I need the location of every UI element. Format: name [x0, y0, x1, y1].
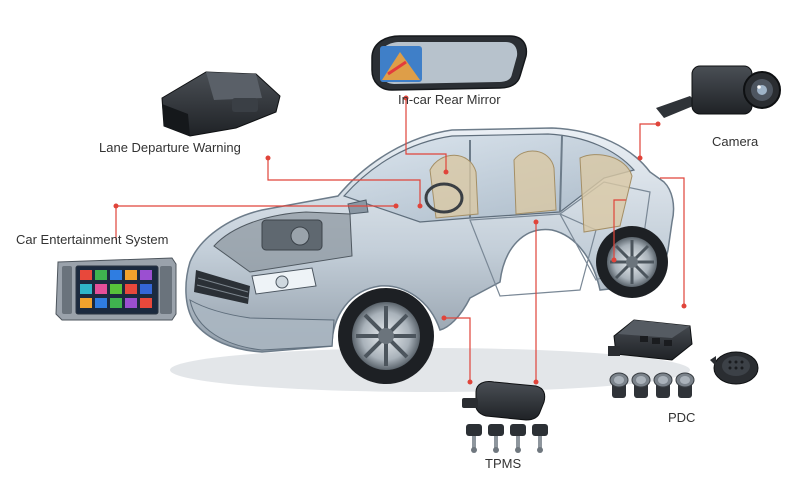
leader-tpms-front — [444, 317, 471, 382]
b-pillar — [559, 135, 563, 213]
grille-bar — [197, 277, 249, 293]
lane-departure-device-icon — [161, 71, 281, 137]
label-camera: Camera — [712, 134, 759, 149]
tpms-receiver-icon — [462, 381, 546, 421]
car-shadow — [170, 348, 690, 392]
side-mirror — [347, 199, 369, 215]
front-wheel — [338, 288, 434, 384]
headlight-lens — [275, 275, 289, 289]
pdc-sensors-icon — [609, 372, 695, 398]
front-door — [469, 213, 597, 297]
label-tpms: TPMS — [485, 456, 522, 471]
entertainment-app-tiles — [80, 270, 152, 308]
rear-mirror-icon — [371, 35, 528, 91]
grille-bar — [196, 284, 249, 299]
tpms-sensors-icon — [466, 424, 548, 453]
rear-seat — [579, 154, 633, 233]
passenger-seat — [513, 150, 557, 215]
entertainment-unit-icon — [55, 257, 177, 321]
leader-mirror — [405, 98, 447, 172]
front-bumper — [189, 299, 335, 351]
pdc-buzzer-icon — [710, 351, 759, 385]
leader-pdc — [660, 177, 685, 306]
leader-dots — [113, 95, 687, 385]
mirror-map-path — [387, 60, 407, 76]
car — [170, 127, 690, 392]
label-pdc: PDC — [668, 410, 696, 425]
engine-pulley — [290, 226, 310, 246]
camera-icon — [656, 65, 781, 118]
leader-ldw — [267, 158, 421, 206]
label-entertainment: Car Entertainment System — [16, 232, 169, 247]
leader-pdc-2 — [613, 199, 626, 260]
front-grille — [194, 270, 250, 304]
label-rear-mirror: In-car Rear Mirror — [398, 92, 501, 107]
pdc-module-icon — [608, 319, 693, 361]
steering-wheel-icon — [424, 182, 464, 214]
rear-wheel — [596, 226, 668, 298]
label-lane-departure: Lane Departure Warning — [99, 140, 241, 155]
leader-camera — [639, 123, 658, 158]
